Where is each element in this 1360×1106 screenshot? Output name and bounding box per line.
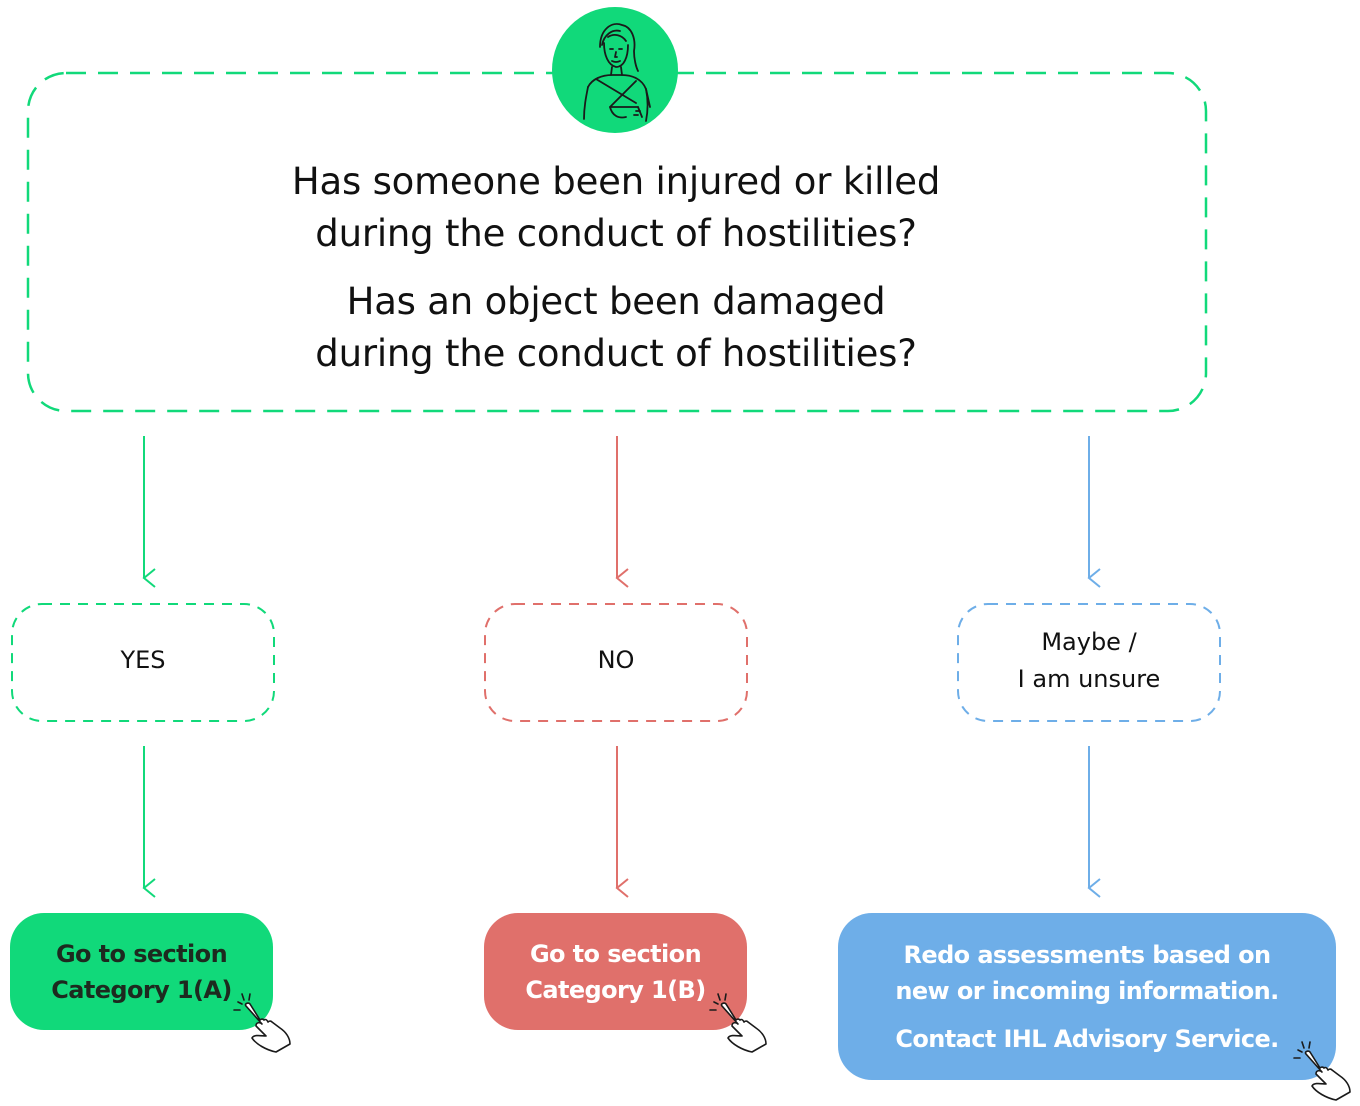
option-maybe-line: Maybe / <box>1041 628 1137 656</box>
injured-person-icon <box>552 7 678 133</box>
option-no-label: NO <box>597 646 635 674</box>
question-line: Has an object been damaged <box>346 280 886 323</box>
result-line: Category 1(A) <box>51 975 232 1004</box>
option-box-no <box>484 603 748 722</box>
result-line: Go to section <box>529 939 702 968</box>
contact-ihl-advisory-button[interactable]: Redo assessments based on new or incomin… <box>838 913 1336 1080</box>
question-object-damaged: Has an object been damaged during the co… <box>160 276 1072 380</box>
option-yes-label: YES <box>120 646 166 674</box>
option-box-yes <box>11 603 275 722</box>
result-line: Contact IHL Advisory Service. <box>895 1024 1279 1053</box>
question-injured-or-killed: Has someone been injured or killed durin… <box>160 156 1072 260</box>
go-to-category-1b-button[interactable]: Go to section Category 1(B) <box>484 913 747 1030</box>
hand-pointer-icon <box>708 992 772 1056</box>
option-maybe-label: Maybe / I am unsure <box>958 624 1220 698</box>
go-to-category-1a-button[interactable]: Go to section Category 1(A) <box>10 913 273 1030</box>
result-line: Go to section <box>55 939 228 968</box>
question-line: during the conduct of hostilities? <box>315 212 917 255</box>
question-line: during the conduct of hostilities? <box>315 332 917 375</box>
result-line: new or incoming information. <box>895 976 1279 1005</box>
hand-pointer-icon <box>1292 1040 1356 1104</box>
result-line: Category 1(B) <box>525 975 706 1004</box>
option-maybe-line: I am unsure <box>1017 665 1161 693</box>
question-line: Has someone been injured or killed <box>291 160 941 203</box>
option-box-maybe <box>957 603 1221 722</box>
result-line: Redo assessments based on <box>903 940 1272 969</box>
hand-pointer-icon <box>232 992 296 1056</box>
